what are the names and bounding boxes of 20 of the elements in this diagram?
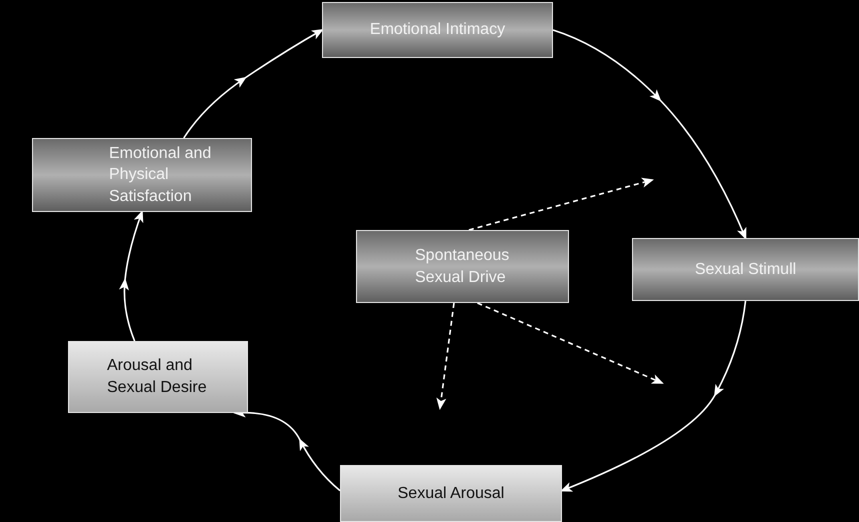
- box-label: Sexual Stimull: [694, 260, 796, 280]
- process-box: [32, 138, 252, 212]
- process-box: [68, 341, 248, 413]
- curved-arrow: [119, 212, 144, 342]
- box-label: Sexual Arousal: [398, 484, 504, 504]
- curved-arrow: [552, 29, 746, 238]
- box-label: Emotional and Physical Satisfaction: [109, 144, 212, 207]
- process-box: [322, 2, 553, 58]
- curved-arrow: [562, 300, 746, 492]
- curved-arrow: [183, 29, 322, 138]
- dashed-arrow: [477, 302, 664, 384]
- dashed-arrow: [436, 302, 455, 410]
- curved-arrow: [234, 412, 341, 492]
- box-label: Emotional Intimacy: [370, 20, 506, 40]
- box-label: Arousal and Sexual Desire: [107, 356, 208, 398]
- dashed-arrow: [468, 178, 654, 231]
- process-box: [632, 238, 859, 301]
- box-label: Spontaneous Sexual Drive: [415, 246, 510, 288]
- process-box: [340, 465, 562, 522]
- process-box: [356, 230, 569, 303]
